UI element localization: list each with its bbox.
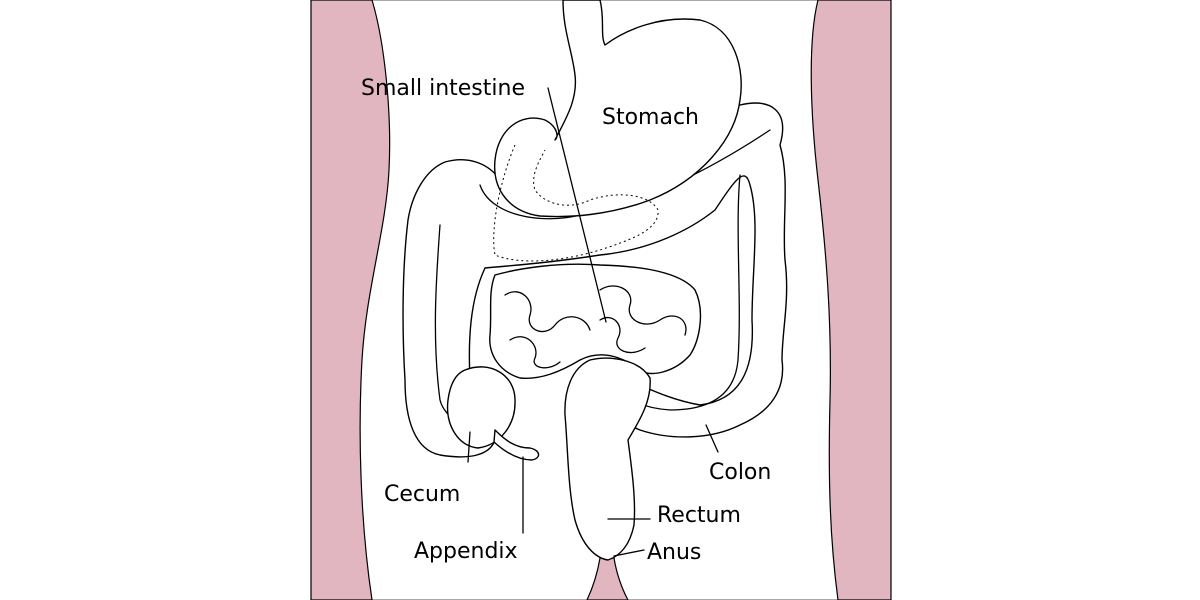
- leader-colon: [705, 424, 719, 453]
- label-colon: Colon: [709, 460, 771, 485]
- label-stomach: Stomach: [602, 105, 699, 130]
- colon-inner-line-right: [619, 174, 741, 411]
- body-skin-right: [810, 0, 892, 600]
- small-intestine-loop-3: [509, 336, 561, 369]
- leader-anus: [613, 549, 645, 557]
- label-cecum: Cecum: [384, 482, 460, 507]
- label-anus: Anus: [647, 540, 701, 565]
- dotted-outline: [493, 144, 659, 262]
- leader-cecum: [467, 431, 471, 463]
- small-intestine-loop-2: [599, 285, 687, 336]
- label-appendix: Appendix: [414, 539, 518, 564]
- rectum-shape: [564, 357, 651, 561]
- stomach-shape: [494, 0, 742, 218]
- colon-shape: [402, 102, 788, 458]
- cecum-shape: [446, 366, 516, 449]
- leader-small-intestine: [547, 87, 607, 323]
- label-rectum: Rectum: [657, 503, 741, 528]
- label-small-intestine: Small intestine: [361, 76, 525, 101]
- appendix-shape: [493, 429, 540, 461]
- body-skin-left: [310, 0, 391, 600]
- small-intestine-loop-1: [504, 291, 591, 333]
- small-intestine-loop-4: [599, 316, 646, 354]
